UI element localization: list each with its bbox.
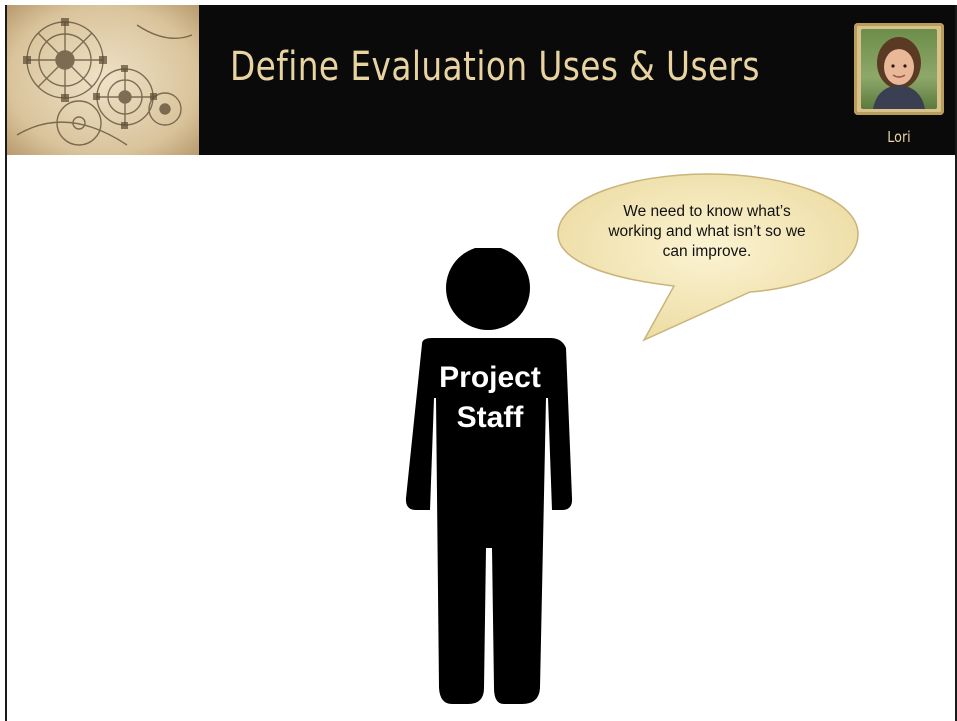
presenter-photo-image [861, 29, 937, 109]
figure-label-line1: Project [439, 361, 541, 394]
presenter-photo [854, 23, 944, 115]
slide-title: Define Evaluation Uses & Users [230, 44, 760, 90]
person-silhouette-icon [405, 248, 573, 704]
slide-right-border [955, 5, 957, 721]
presenter-name: Lori [887, 128, 911, 146]
figure-label: Project Staff [420, 358, 560, 438]
speech-bubble-text: We need to know what’s working and what … [608, 203, 806, 260]
gear-sketch-icon [7, 5, 199, 155]
figure-label-line2: Staff [456, 401, 524, 434]
slide-left-border [5, 5, 7, 721]
speech-bubble [557, 173, 859, 342]
